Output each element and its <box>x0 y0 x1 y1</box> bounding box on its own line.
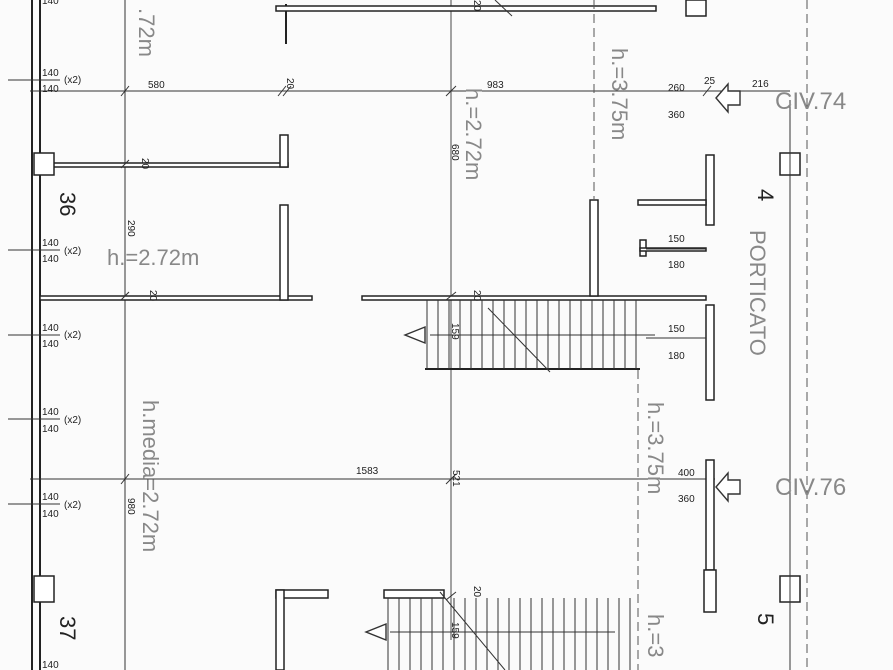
civic-number-76: CIV.76 <box>775 474 846 501</box>
svg-text:140: 140 <box>42 84 59 95</box>
staircase-bottom <box>387 598 631 670</box>
window-ticks <box>8 79 60 505</box>
svg-text:(x2): (x2) <box>64 246 81 257</box>
window-label-2: 140 140 (x2) <box>42 238 81 265</box>
svg-text:(x2): (x2) <box>64 415 81 426</box>
window-top-partial: 140 <box>42 0 59 7</box>
dim-20-bottom-stair: 20 <box>471 586 482 598</box>
height-label-mid-right: h.=3.75m <box>643 402 668 494</box>
dim-521: 521 <box>450 470 461 487</box>
height-label-left: h.=2.72m <box>107 245 199 270</box>
height-label-media: h.media=2.72m <box>138 400 163 552</box>
dimension-ticks <box>120 85 712 601</box>
svg-text:140: 140 <box>42 509 59 520</box>
dim-150-lower: 150 <box>668 324 685 335</box>
svg-text:140: 140 <box>42 492 59 503</box>
dim-20-mid: 20 <box>147 290 158 302</box>
dim-260: 260 <box>668 83 685 94</box>
dim-20-top: 20 <box>284 78 295 90</box>
stair-cut-line-bottom <box>439 591 506 670</box>
window-label-3: 140 140 (x2) <box>42 323 81 350</box>
height-label-center: h.=2.72m <box>461 88 486 180</box>
window-label-4: 140 140 (x2) <box>42 407 81 435</box>
unit-number-4: 4 <box>753 189 778 201</box>
svg-text:(x2): (x2) <box>64 330 81 341</box>
porticato-label: PORTICATO <box>745 230 770 356</box>
dim-680: 680 <box>449 144 460 161</box>
svg-text:(x2): (x2) <box>64 500 81 511</box>
dim-25: 25 <box>704 76 716 87</box>
dim-980: 980 <box>125 498 136 515</box>
dim-290: 290 <box>125 220 136 237</box>
svg-text:(x2): (x2) <box>64 75 81 86</box>
interior-walls <box>39 0 717 670</box>
entry-arrow-civ76 <box>715 471 741 503</box>
svg-text:140: 140 <box>42 238 59 249</box>
dim-216: 216 <box>752 79 769 90</box>
civic-number-74: CIV.74 <box>775 88 846 115</box>
svg-text:140: 140 <box>42 68 59 79</box>
unit-number-36: 36 <box>55 192 80 216</box>
entry-arrow-civ74 <box>715 82 741 114</box>
stair-arrow-bottom <box>364 622 615 642</box>
svg-text:140: 140 <box>42 254 59 265</box>
pillars <box>33 152 801 603</box>
svg-text:140: 140 <box>42 339 59 350</box>
dim-983: 983 <box>487 80 504 91</box>
svg-text:140: 140 <box>42 407 59 418</box>
height-label-top-left: .72m <box>134 8 159 57</box>
dim-400: 400 <box>678 468 695 479</box>
stair-arrow-middle <box>403 325 655 345</box>
unit-number-37: 37 <box>55 616 80 640</box>
svg-text:140: 140 <box>42 323 59 334</box>
dim-1583: 1583 <box>356 466 379 477</box>
dim-20-top-stair: 20 <box>471 0 482 12</box>
portico-dashed-lines <box>593 0 808 670</box>
window-label-5: 140 140 (x2) <box>42 492 81 520</box>
dim-360-bottom: 360 <box>678 494 695 505</box>
dim-150-upper: 150 <box>668 234 685 245</box>
dim-20-left: 20 <box>139 158 150 170</box>
stair-cut-line-top <box>494 0 513 17</box>
svg-text:140: 140 <box>42 424 59 435</box>
height-label-bottom-right: h.=3 <box>643 614 668 657</box>
height-label-top-right: h.=3.75m <box>607 48 632 140</box>
window-bottom-partial: 140 <box>42 660 59 670</box>
stair-cut-line-middle <box>487 307 551 373</box>
dim-159-middle: 159 <box>449 323 460 340</box>
dim-159-bottom: 159 <box>449 622 460 639</box>
dim-20-stair: 20 <box>471 290 482 302</box>
unit-number-5: 5 <box>753 613 778 625</box>
dim-360-top: 360 <box>668 110 685 121</box>
dim-580: 580 <box>148 80 165 91</box>
window-label-1: 140 140 (x2) <box>42 68 81 95</box>
dim-180-upper: 180 <box>668 260 685 271</box>
dim-180-lower: 180 <box>668 351 685 362</box>
